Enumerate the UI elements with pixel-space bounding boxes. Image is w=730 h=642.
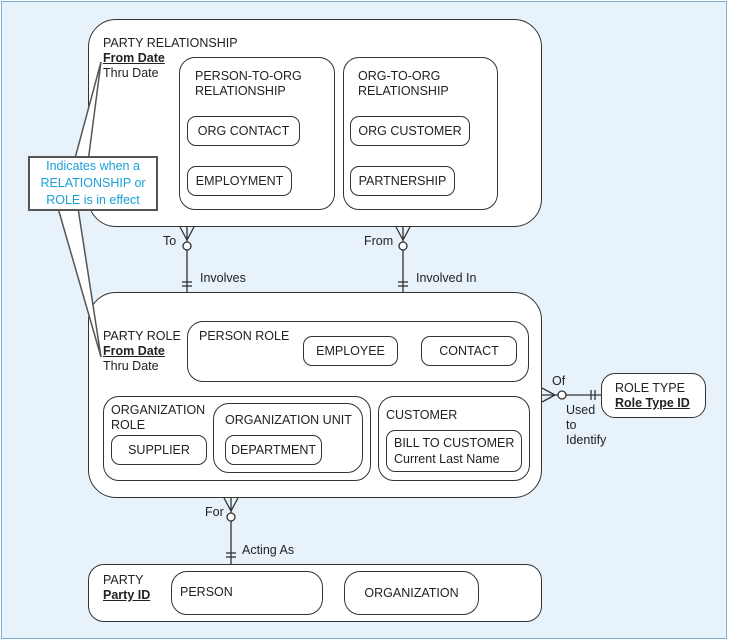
party-relationship-key: From Date [103, 51, 165, 65]
role-type-key: Role Type ID [615, 396, 690, 410]
involves-label: Involves [200, 271, 246, 285]
to-label: To [163, 234, 177, 248]
bill-to-customer-title: BILL TO CUSTOMER [394, 436, 515, 450]
party-relationship-attr: Thru Date [103, 66, 159, 80]
person-subtype[interactable]: PERSON [171, 571, 323, 615]
person-role-title: PERSON ROLE [199, 329, 290, 343]
party-role-key: From Date [103, 344, 165, 358]
to-optional-circle [182, 241, 192, 251]
used-label-2: to [566, 418, 577, 432]
person-to-org-title-1: PERSON-TO-ORG [195, 69, 302, 83]
of-optional-circle [557, 390, 567, 400]
used-label-1: Used [566, 403, 596, 417]
party-key: Party ID [103, 588, 151, 602]
organization-subtype[interactable]: ORGANIZATION [344, 571, 479, 615]
callout-line-2: RELATIONSHIP or [40, 176, 146, 190]
person-to-org-title-2: RELATIONSHIP [195, 84, 286, 98]
bill-to-customer-attr: Current Last Name [394, 452, 500, 466]
role-type-title: ROLE TYPE [615, 381, 685, 395]
used-label-3: Identify [566, 433, 607, 447]
involved-in-label: Involved In [416, 271, 477, 285]
of-crowfoot [541, 387, 557, 403]
acting-as-label: Acting As [242, 543, 295, 557]
partnership-subtype[interactable]: PARTNERSHIP [350, 166, 455, 196]
organization-role-title-2: ROLE [111, 418, 146, 432]
from-optional-circle [398, 241, 408, 251]
supplier-subtype[interactable]: SUPPLIER [111, 435, 207, 465]
party-title: PARTY [103, 573, 144, 587]
employee-subtype[interactable]: EMPLOYEE [303, 336, 398, 366]
callout-pointer-top [73, 61, 102, 163]
organization-unit-title: ORGANIZATION UNIT [225, 413, 352, 427]
party-role-title: PARTY ROLE [103, 329, 181, 343]
contact-subtype[interactable]: CONTACT [421, 336, 517, 366]
party-relationship-title: PARTY RELATIONSHIP [103, 36, 238, 50]
department-subtype[interactable]: DEPARTMENT [225, 435, 322, 465]
org-customer-subtype[interactable]: ORG CUSTOMER [350, 116, 470, 146]
callout-pointer-bottom [57, 207, 102, 358]
for-crowfoot [223, 497, 239, 513]
from-crowfoot [395, 226, 411, 242]
callout-line-1: Indicates when a [46, 159, 140, 173]
for-optional-circle [226, 512, 236, 522]
organization-role-title-1: ORGANIZATION [111, 403, 206, 417]
employment-subtype[interactable]: EMPLOYMENT [187, 166, 292, 196]
from-label: From [364, 234, 394, 248]
role-type-entity[interactable] [601, 373, 706, 418]
callout-line-3: ROLE is in effect [46, 193, 140, 207]
org-to-org-title-2: RELATIONSHIP [358, 84, 449, 98]
org-to-org-title-1: ORG-TO-ORG [358, 69, 441, 83]
customer-title: CUSTOMER [386, 408, 458, 422]
annotation-callout: Indicates when a RELATIONSHIP or ROLE is… [28, 156, 158, 211]
bill-to-customer-subtype[interactable] [386, 430, 522, 472]
party-role-attr: Thru Date [103, 359, 159, 373]
for-label: For [205, 505, 224, 519]
org-contact-subtype[interactable]: ORG CONTACT [187, 116, 300, 146]
of-label: Of [552, 374, 566, 388]
to-crowfoot [179, 226, 195, 242]
